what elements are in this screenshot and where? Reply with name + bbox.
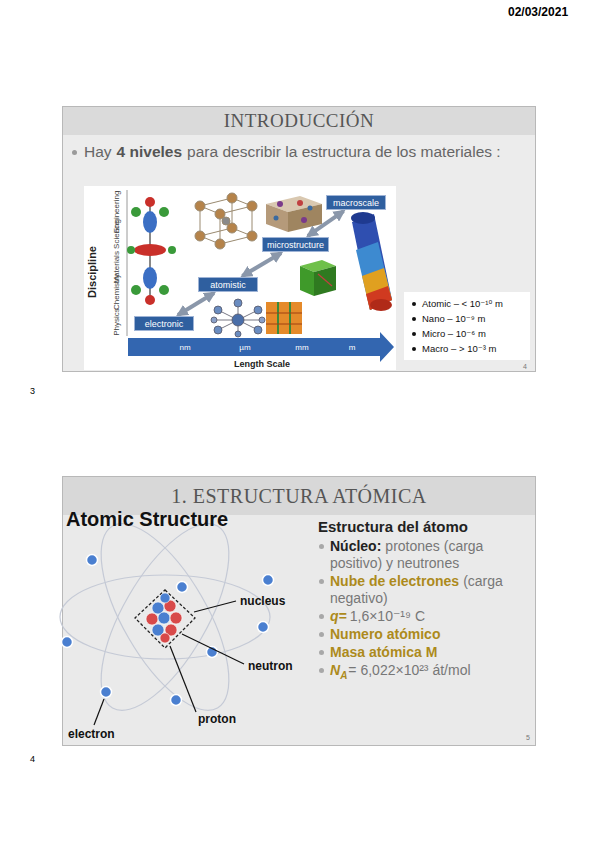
bullet-item: Núcleo:protones (carga positivo) y neutr… [318,538,532,572]
text-run: 1,6×10⁻¹⁹ C [350,608,425,624]
scale-entry: Nano – 10⁻⁹ m [422,313,485,324]
part-label: proton [198,712,236,726]
slide-heading: Atomic Structure [66,508,228,531]
bullet-dot [319,579,324,584]
electrons [62,555,274,706]
page-number: 4 [30,754,35,764]
slide-title: 1. ESTRUCTURA ATÓMICA [171,485,427,507]
scale-unit: m [349,343,356,352]
scale-entry: Macro – > 10⁻³ m [422,343,496,354]
title-band: INTRODUCCIÓN [63,107,535,135]
orange-grid [266,302,302,334]
legend-row: Micro – 10⁻⁶ m [412,326,526,341]
bullet-item: Nube de electrones(carga negativo) [318,573,532,607]
leader-lines [94,601,244,725]
grain-block [266,196,322,232]
atom-orbits [60,505,270,729]
scale-name: macroscale [333,198,379,208]
scale-name: microstructure [267,240,324,250]
text-run: A [340,670,347,681]
double-arrow [178,293,214,315]
scale-arrow [128,332,394,362]
slide-title: INTRODUCCIÓN [224,110,375,131]
date: 02/03/2021 [508,5,568,19]
bullet-item: q=1,6×10⁻¹⁹ C [318,608,532,625]
axis-title: Discipline [86,246,98,298]
scale-unit: nm [179,343,190,352]
bullet-dot [412,332,416,336]
bullet-text: Hay 4 nivelespara describir la estructura… [84,142,524,161]
legend-row: Atomic – < 10⁻¹⁰ m [412,296,526,311]
text-run: Numero atómico [330,626,440,642]
text-run: Núcleo: [330,538,381,554]
text-run: para describir la estructura de los mate… [187,143,501,160]
scale-entry: Micro – 10⁻⁶ m [422,328,486,339]
crystal-lattice [195,193,257,249]
nucleus-outline [135,590,195,648]
bullet-item: NA= 6,022×10²³ át/mol [318,662,532,684]
part-label: neutron [248,659,293,673]
bullet-dot [319,650,324,655]
bullet-dot [319,544,324,549]
text-run: Masa atómica M [330,644,437,660]
legend-row: Macro – > 10⁻³ m [412,341,526,356]
bullet-column: Estructura del átomoNúcleo:protones (car… [318,518,532,685]
bullet-dot [319,614,324,619]
scale-unit: mm [295,343,308,352]
bullet-item: Numero atómico [318,626,532,643]
column-heading: Estructura del átomo [318,518,532,536]
double-arrow [308,211,344,236]
part-label: nucleus [240,594,285,608]
discipline-name: Chemistry [112,274,121,310]
text-run: q= [330,608,347,624]
bullet-dot [412,302,416,306]
text-run: N [330,662,340,678]
bullet-dot [72,150,77,155]
scale-unit: µm [239,343,250,352]
axis-divider [127,190,128,336]
atom-cluster [211,299,265,337]
text-run: Nube de electrones [330,573,459,589]
bullet-dot [412,317,416,321]
text-run: = 6,022×10²³ át/mol [348,662,470,678]
molecule-orbitals [127,197,176,305]
axis-title: Length Scale [234,359,290,369]
scale-name: electronic [145,319,184,329]
scale-legend-box: Atomic – < 10⁻¹⁰ m Nano – 10⁻⁹ m Micro – 1… [404,292,530,360]
nucleus [146,593,182,643]
page-number: 3 [30,386,35,396]
green-cube [300,260,336,296]
legend-row: Nano – 10⁻⁹ m [412,311,526,326]
bullet-dot [319,668,324,673]
text-run: Hay [84,143,112,160]
text-run: 4 niveles [117,143,183,160]
picture-panel [84,186,396,370]
bullet-item: Masa atómica M [318,644,532,661]
scale-name: atomistic [210,280,246,290]
part-label: electron [68,727,115,741]
scale-box: electronic [134,316,194,331]
scale-box: macroscale [326,195,386,210]
scale-box: atomistic [198,277,258,292]
bolt-model [351,212,392,311]
heading-text: Estructura del átomo [318,518,468,535]
slide-number: 4 [523,363,527,370]
bullet-dot [412,347,416,351]
scale-entry: Atomic – < 10⁻¹⁰ m [422,298,503,309]
double-arrow [242,253,281,276]
discipline-name: Physics [112,308,121,336]
slide-number: 5 [526,734,530,741]
bullet-dot [319,632,324,637]
scale-box: microstructure [262,237,329,252]
